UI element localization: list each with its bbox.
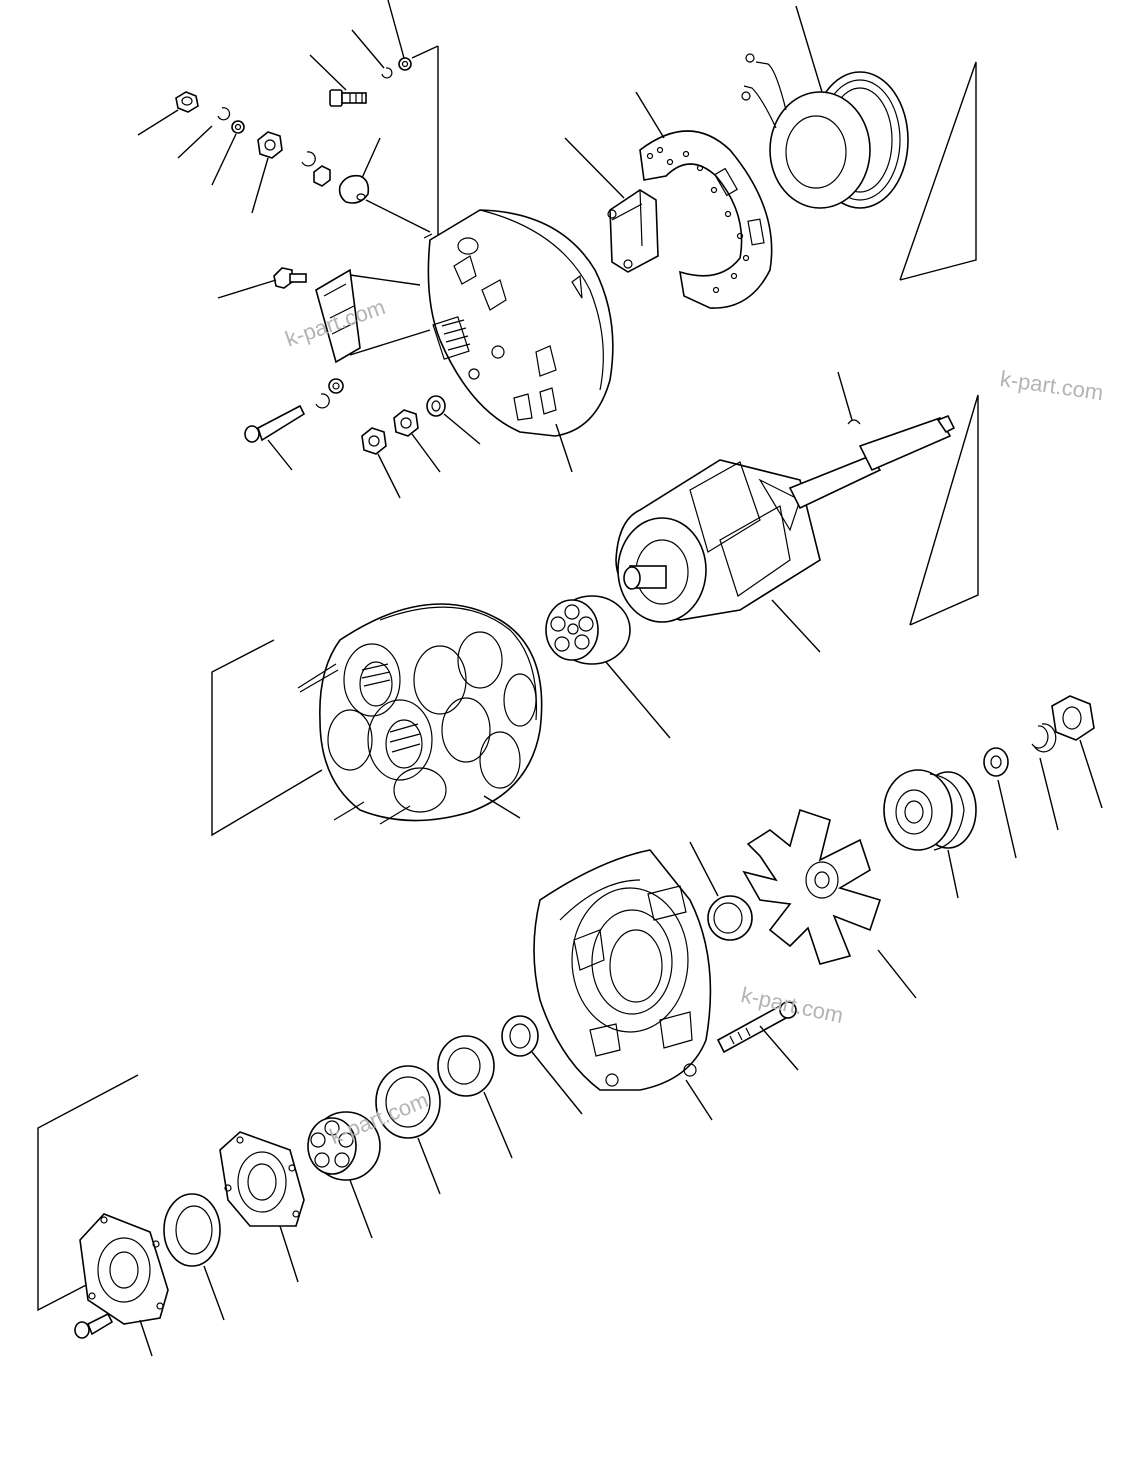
snap-ring-part <box>315 393 330 409</box>
washer-part <box>313 165 331 187</box>
spacer-part <box>426 395 481 445</box>
bolt-part <box>309 54 367 107</box>
fan-part <box>742 808 917 999</box>
collar-part <box>689 841 753 941</box>
washer-part <box>387 0 412 71</box>
bearing-cover-part <box>219 1131 305 1283</box>
group-bracket-stator <box>211 639 323 837</box>
bolt-part <box>217 267 307 299</box>
washer-part <box>983 747 1017 859</box>
snap-ring-part <box>1031 723 1059 831</box>
group-bracket-stator-coil <box>899 61 977 281</box>
rear-housing-part <box>423 209 614 473</box>
terminal-cap-part <box>338 137 431 233</box>
group-bracket-rotor <box>909 394 979 626</box>
rotor-part <box>615 371 956 653</box>
bearing-part <box>307 1111 381 1239</box>
bearing-retainer-plate-part <box>79 1213 169 1357</box>
oil-seal-part <box>163 1193 225 1321</box>
through-bolt-part <box>244 404 306 471</box>
nut-part <box>251 131 283 214</box>
nut-part <box>393 409 441 473</box>
spacer-ring-part <box>437 1035 513 1159</box>
regulator-part <box>564 137 659 273</box>
group-bracket-rear-housing <box>411 45 439 242</box>
washer-part <box>328 378 344 394</box>
stator-part <box>297 603 543 825</box>
through-bolt-part <box>716 1001 799 1071</box>
pulley-part <box>883 769 977 899</box>
nut-part <box>1051 695 1103 809</box>
nut-part <box>361 427 401 499</box>
washer-part <box>211 120 245 186</box>
rectifier-part <box>635 91 773 309</box>
screw-part <box>74 1312 114 1339</box>
snap-ring-part <box>301 151 316 167</box>
snap-ring-part <box>177 107 231 159</box>
nut-part <box>137 91 199 136</box>
retainer-disc-part <box>375 1065 441 1195</box>
seal-part <box>501 1015 583 1115</box>
field-coil-part <box>741 5 909 209</box>
cover-plate-part <box>315 268 431 364</box>
front-housing-part <box>533 849 713 1121</box>
bearing-part <box>545 595 671 739</box>
group-bracket-front-bearing <box>37 1074 139 1312</box>
snap-ring-part <box>351 29 393 79</box>
